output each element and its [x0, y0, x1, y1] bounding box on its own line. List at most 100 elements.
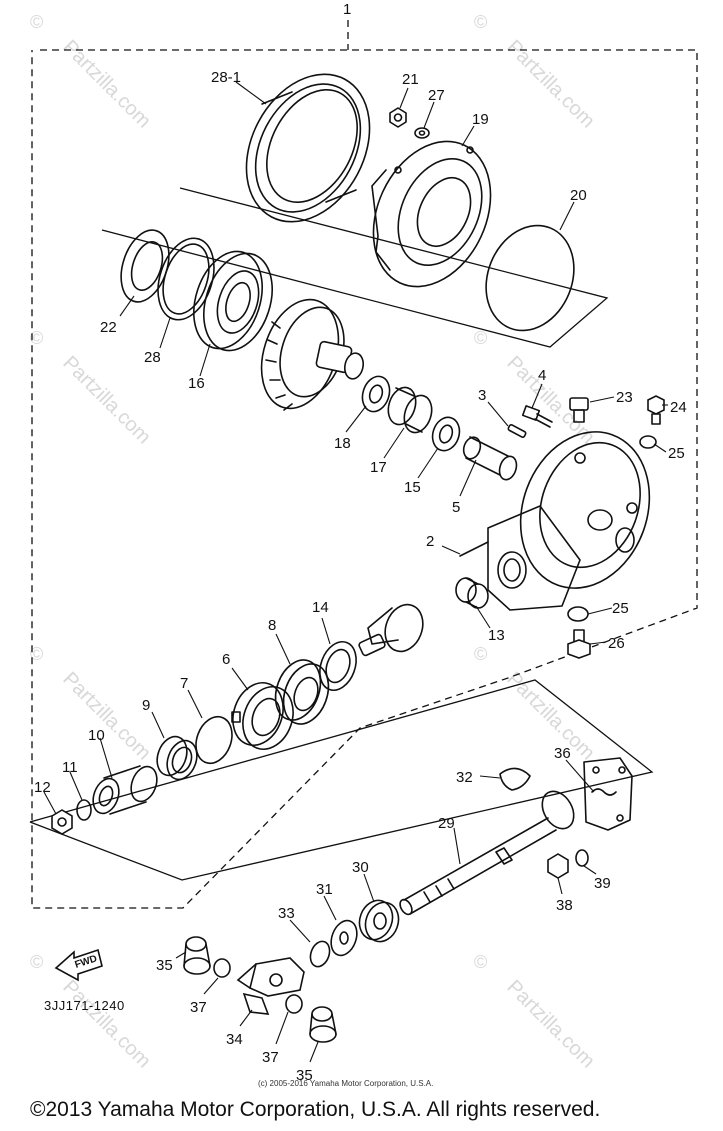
- callout-35-left: 35: [156, 957, 173, 974]
- callout-23: 23: [616, 389, 633, 406]
- watermark-copyright-symbol: ©: [474, 644, 487, 664]
- part-7-o-ring: [195, 715, 233, 765]
- callout-38: 38: [556, 897, 573, 914]
- part-35-bearing-cup-right: [309, 1006, 337, 1043]
- part-12-nut: [51, 809, 73, 835]
- part-15-seal: [431, 416, 461, 452]
- callout-24: 24: [670, 399, 687, 416]
- part-pinion-gear: [358, 603, 424, 657]
- part-34-universal-joint: [236, 957, 305, 1015]
- watermark-copyright-symbol: ©: [30, 12, 43, 32]
- watermark-copyright-symbol: ©: [30, 952, 43, 972]
- callout-28-1: 28-1: [211, 69, 241, 86]
- subassembly-frame-upper: [101, 187, 609, 348]
- callout-5: 5: [452, 499, 460, 516]
- watermark: Partzilla.com: [502, 668, 599, 765]
- part-9-race: [156, 735, 198, 781]
- callout-26: 26: [608, 635, 625, 652]
- part-21-nut: [389, 107, 407, 128]
- part-27-washer: [414, 127, 430, 139]
- watermark-copyright-symbol: ©: [30, 328, 43, 348]
- part-39-washer: [575, 849, 589, 867]
- part-5-collar: [462, 436, 518, 481]
- part-19-bearing-housing: [371, 140, 492, 288]
- callout-1: 1: [343, 1, 351, 18]
- part-31-washer: [330, 919, 358, 957]
- callout-29: 29: [438, 815, 455, 832]
- callout-7: 7: [180, 675, 188, 692]
- part-18-shim: [361, 375, 391, 413]
- callout-20: 20: [570, 187, 587, 204]
- watermark-copyright-symbol: ©: [474, 12, 487, 32]
- part-30-seal: [358, 899, 400, 943]
- part-20-o-ring: [485, 224, 575, 332]
- part-13-bushing: [455, 577, 489, 609]
- callout-9: 9: [142, 697, 150, 714]
- subassembly-frame-lower: [29, 679, 654, 881]
- callout-34: 34: [226, 1031, 243, 1048]
- callout-13: 13: [488, 627, 505, 644]
- part-28-1-ring: [245, 73, 371, 223]
- part-23-plug: [569, 397, 589, 423]
- callout-32: 32: [456, 769, 473, 786]
- callout-27: 27: [428, 87, 445, 104]
- callout-10: 10: [88, 727, 105, 744]
- part-25-washer-lower: [567, 606, 589, 622]
- fwd-arrow-icon: FWD: [54, 948, 103, 982]
- callout-3: 3: [478, 387, 486, 404]
- callout-6: 6: [222, 651, 230, 668]
- callout-16: 16: [188, 375, 205, 392]
- callout-30: 30: [352, 859, 369, 876]
- callout-25-upper: 25: [668, 445, 685, 462]
- watermark-copyright-symbol: ©: [474, 952, 487, 972]
- watermark-copyright-symbol: ©: [474, 328, 487, 348]
- part-36-flange: [583, 757, 633, 831]
- part-8-bearing: [274, 659, 330, 725]
- part-final-gear-case: [487, 431, 651, 611]
- callout-36: 36: [554, 745, 571, 762]
- callout-21: 21: [402, 71, 419, 88]
- part-38-nut: [547, 853, 569, 879]
- part-2-stud: [459, 541, 489, 557]
- drawing-code: 3JJ171-1240: [44, 998, 125, 1013]
- callout-17: 17: [370, 459, 387, 476]
- callout-31: 31: [316, 881, 333, 898]
- callout-15: 15: [404, 479, 421, 496]
- part-3-dowel-pin: [507, 424, 527, 438]
- part-35-bearing-cup-left: [183, 936, 211, 975]
- part-10-coupling: [92, 765, 158, 815]
- callout-18: 18: [334, 435, 351, 452]
- leader-lines: [43, 81, 668, 1063]
- watermark: Partzilla.com: [502, 976, 599, 1073]
- callout-12: 12: [34, 779, 51, 796]
- watermark: Partzilla.com: [58, 976, 155, 1073]
- callout-39: 39: [594, 875, 611, 892]
- callout-2: 2: [426, 533, 434, 550]
- part-37-circlip-left: [213, 958, 231, 978]
- small-copyright: (c) 2005-2016 Yamaha Motor Corporation, …: [258, 1079, 434, 1088]
- callout-35-right: 35: [296, 1067, 313, 1084]
- part-17-needle-bearing: [387, 386, 433, 434]
- callout-37-right: 37: [262, 1049, 279, 1066]
- part-24-breather-bolt: [647, 395, 665, 425]
- watermarks: © Partzilla.com © Partzilla.com © Partzi…: [30, 12, 599, 1072]
- callout-22: 22: [100, 319, 117, 336]
- callout-28: 28: [144, 349, 161, 366]
- part-11-washer: [76, 799, 92, 821]
- callout-25-lower: 25: [612, 600, 629, 617]
- assembly-boundary: [31, 20, 698, 909]
- callout-37-left: 37: [190, 999, 207, 1016]
- part-ring-gear: [260, 298, 365, 411]
- callout-11: 11: [62, 759, 78, 776]
- part-26-drain-bolt: [567, 629, 591, 659]
- callout-labels: 1 28-1 21 27 19 20 22 28 16 18 17 15 5 3…: [34, 1, 687, 1084]
- watermark-copyright-symbol: ©: [30, 644, 43, 664]
- part-28-shim: [157, 237, 215, 321]
- callout-33: 33: [278, 905, 295, 922]
- callout-19: 19: [472, 111, 489, 128]
- part-29-drive-shaft: [399, 790, 575, 916]
- part-6-bearing-housing: [231, 682, 294, 750]
- part-25-washer-upper: [639, 435, 657, 449]
- part-33-circlip: [309, 940, 331, 968]
